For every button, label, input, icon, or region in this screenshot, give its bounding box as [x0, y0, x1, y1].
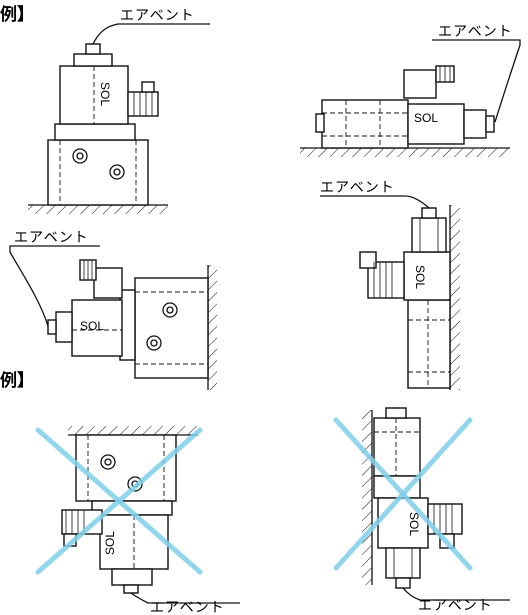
prohibited-cross-2b	[333, 417, 473, 571]
figure-vent-side-floor-mount: SOL エアベント	[300, 24, 521, 157]
air-vent-label-2: エアベント	[438, 24, 513, 40]
air-vent-label-1: エアベント	[120, 8, 195, 24]
figure-vent-top-floor-mount: SOL エアベント	[28, 8, 210, 214]
figure-vent-bottom-wall-mount-prohibited: SOL エアベント	[333, 407, 510, 614]
figure-vent-top-wall-mount: SOL エアベント	[320, 180, 460, 390]
figure-vent-left-wall-mount: SOL エアベント	[9, 230, 217, 390]
air-vent-label-4: エアベント	[320, 180, 395, 196]
sol-label-6: SOL	[407, 512, 421, 536]
sol-label-1: SOL	[98, 82, 112, 106]
sol-label-3: SOL	[80, 319, 104, 333]
air-vent-label-6: エアベント	[418, 598, 493, 614]
sol-label-5: SOL	[103, 531, 117, 555]
air-vent-label-5: エアベント	[150, 600, 225, 615]
bad-example-header: 例】	[0, 370, 34, 391]
figure-vent-bottom-ceiling-mount-prohibited: SOL エアベント	[35, 426, 240, 615]
sol-label-2: SOL	[414, 111, 438, 125]
prohibited-cross-1b	[35, 427, 203, 575]
good-example-header: 例】	[0, 4, 34, 25]
sol-label-4: SOL	[413, 265, 427, 289]
air-vent-label-3: エアベント	[14, 230, 89, 246]
